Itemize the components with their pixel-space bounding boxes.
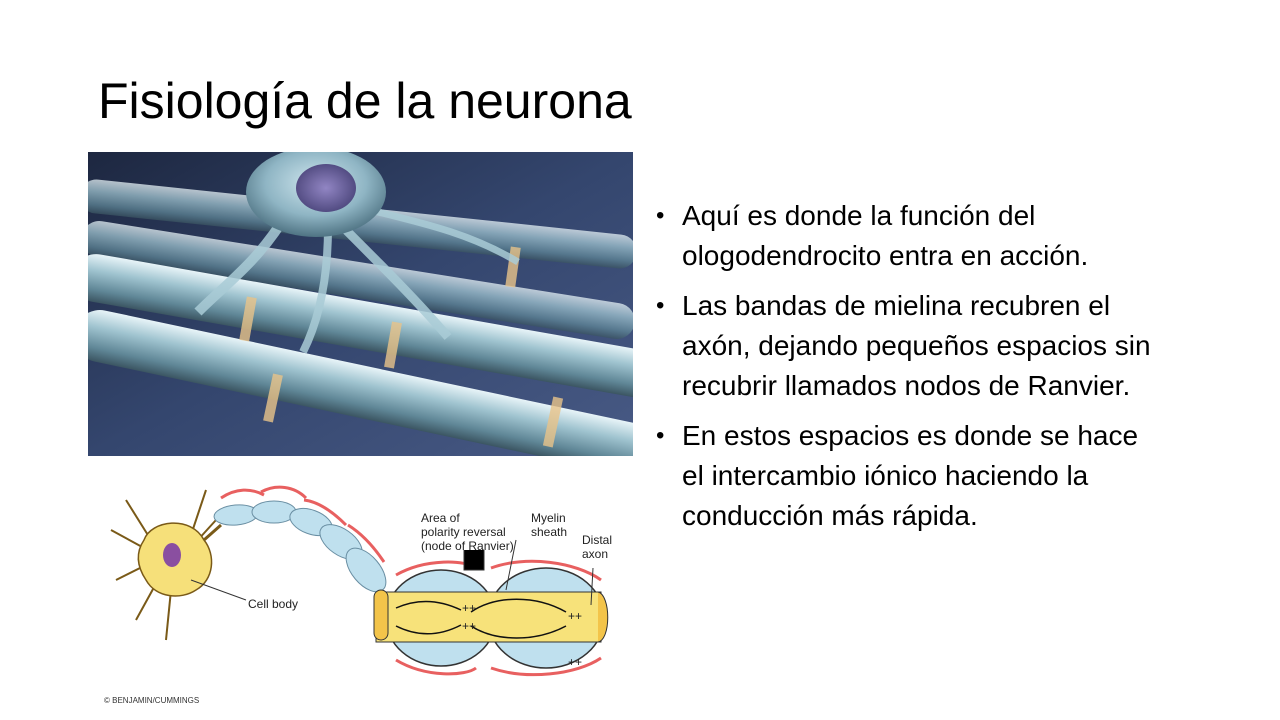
bullet-dot-icon: • bbox=[656, 292, 665, 319]
saltatory-conduction-diagram: ++ ++ ++ ++ Area of polarity reversal (n… bbox=[96, 480, 636, 710]
bullet-text: Aquí es donde la función del ologodendro… bbox=[682, 200, 1089, 271]
bullet-item: • Las bandas de mielina recubren el axón,… bbox=[654, 286, 1154, 406]
bullet-list: • Aquí es donde la función del ologodendr… bbox=[654, 196, 1154, 546]
bullet-item: • Aquí es donde la función del ologodendr… bbox=[654, 196, 1154, 276]
slide-title: Fisiología de la neurona bbox=[98, 73, 632, 129]
copyright-notice: © BENJAMIN/CUMMINGS bbox=[104, 696, 200, 705]
bullet-dot-icon: • bbox=[656, 202, 665, 229]
bullet-text: Las bandas de mielina recubren el axón, … bbox=[682, 290, 1151, 401]
bullet-text: En estos espacios es donde se hace el in… bbox=[682, 420, 1139, 531]
svg-text:++: ++ bbox=[462, 619, 476, 633]
bullet-item: • En estos espacios es donde se hace el i… bbox=[654, 416, 1154, 536]
label-myelin-line2: sheath bbox=[531, 525, 567, 539]
label-distal-line2: axon bbox=[582, 547, 608, 561]
label-distal-line1: Distal bbox=[582, 533, 612, 547]
oligodendrocyte-photo bbox=[88, 152, 633, 456]
neuron-cell-body bbox=[110, 489, 222, 641]
label-cell-body: Cell body bbox=[248, 597, 298, 611]
label-myelin-line1: Myelin bbox=[531, 511, 566, 525]
svg-text:++: ++ bbox=[462, 601, 476, 615]
svg-text:++: ++ bbox=[568, 609, 582, 623]
label-area-line3: (node of Ranvier) bbox=[421, 539, 514, 553]
bullet-dot-icon: • bbox=[656, 422, 665, 449]
svg-text:++: ++ bbox=[568, 655, 582, 669]
label-area-line2: polarity reversal bbox=[421, 525, 506, 539]
label-area-line1: Area of bbox=[421, 511, 460, 525]
